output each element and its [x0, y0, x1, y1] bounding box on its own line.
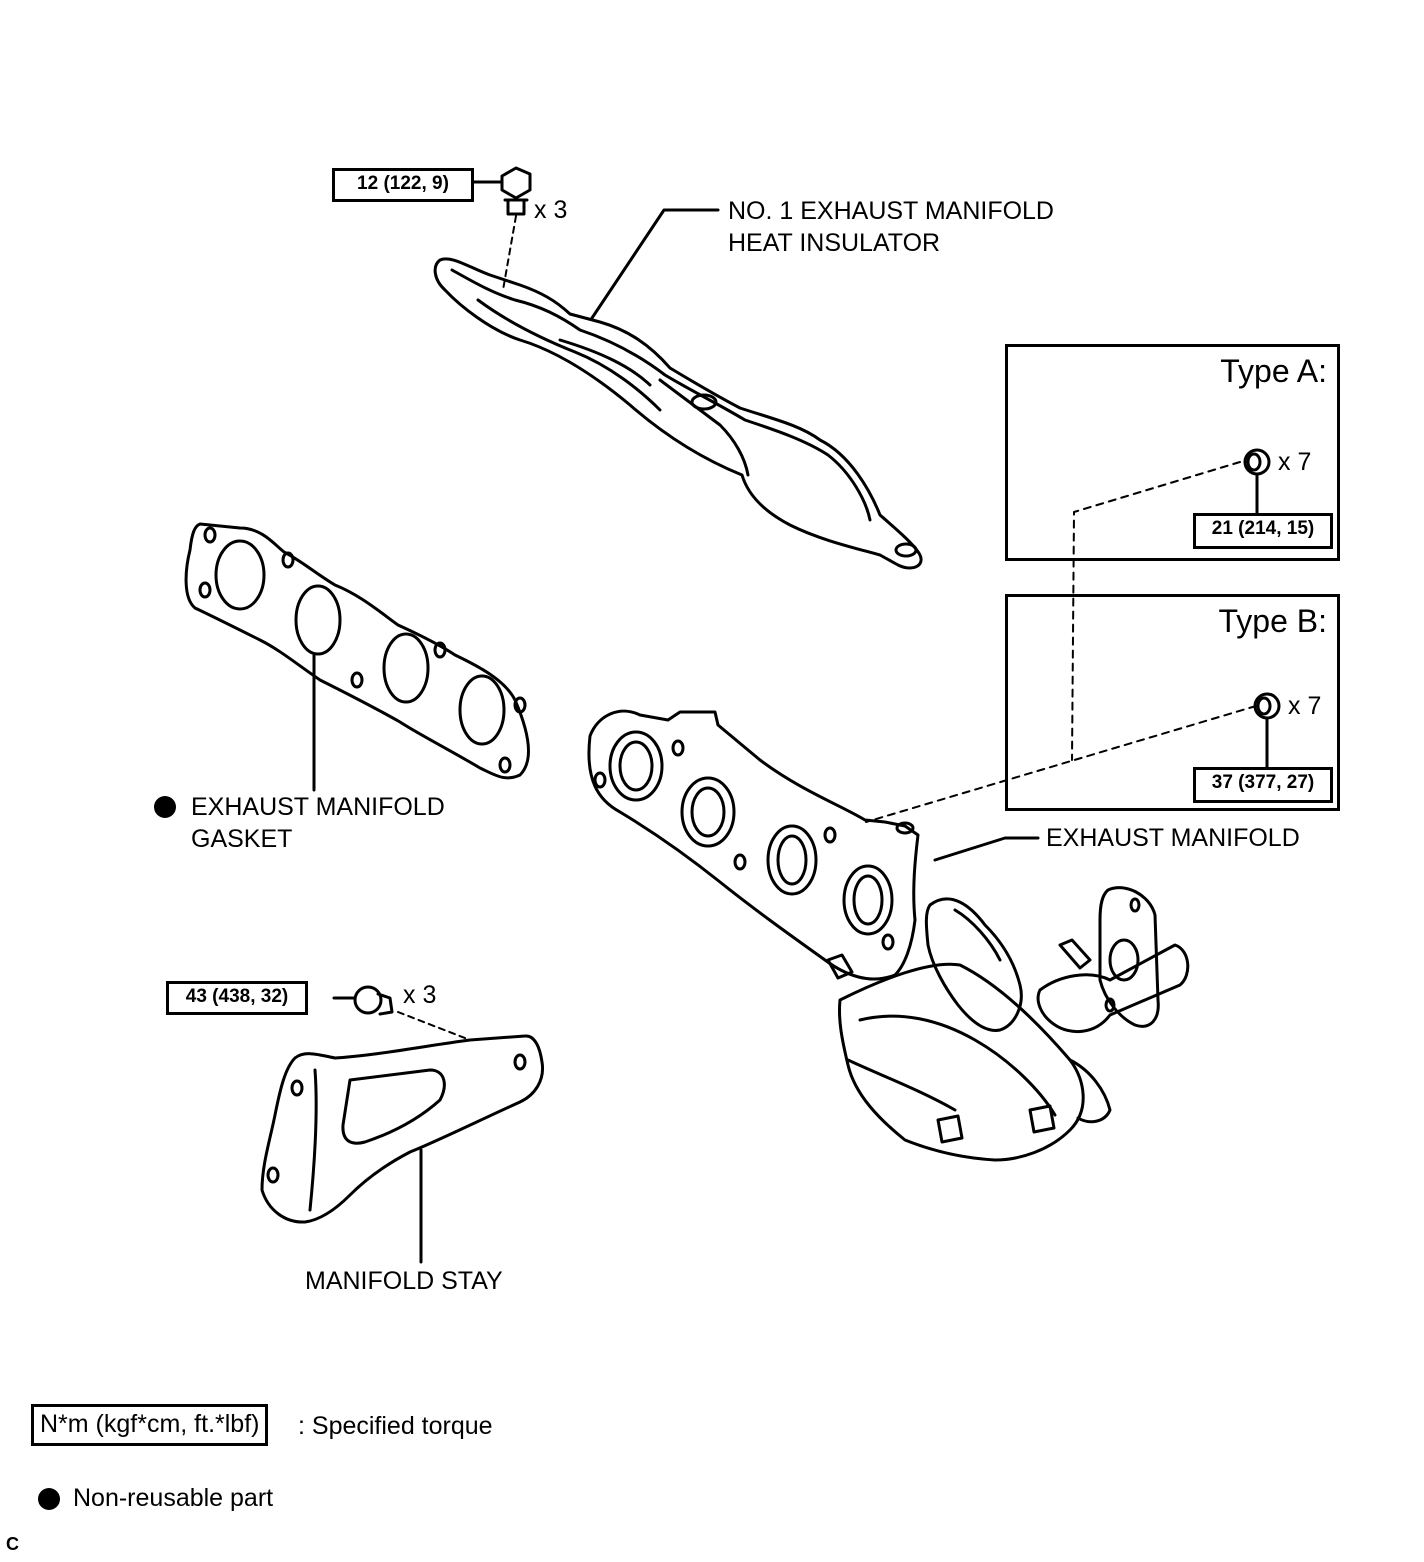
type-b-nut-torque: 37 (377, 27) — [1193, 767, 1333, 803]
manifold-stay-drawing — [260, 1034, 545, 1224]
corner-code: C — [6, 1534, 19, 1554]
type-a-nut-torque: 21 (214, 15) — [1193, 513, 1333, 549]
heat-insulator-label-line2: HEAT INSULATOR — [728, 229, 941, 257]
exhaust-manifold-drawing — [587, 709, 1190, 1162]
manifold-leader-line — [933, 836, 1040, 862]
gasket-label-line2: GASKET — [191, 825, 293, 853]
type-b-nut-drawing — [1253, 692, 1281, 769]
type-b-reference-line — [865, 705, 1257, 823]
insulator-leader-line — [590, 208, 720, 320]
type-b-box: Type B: — [1005, 594, 1340, 811]
stay-bolt-quantity: x 3 — [403, 981, 437, 1009]
exhaust-manifold-label: EXHAUST MANIFOLD — [1046, 824, 1300, 852]
legend-torque-description: : Specified torque — [298, 1412, 493, 1440]
type-a-box: Type A: — [1005, 344, 1340, 561]
legend-non-reusable-text: Non-reusable part — [73, 1484, 274, 1512]
type-a-nut-drawing — [1243, 448, 1271, 515]
type-b-nut-quantity: x 7 — [1288, 692, 1322, 720]
type-b-title: Type B: — [1218, 603, 1328, 639]
insulator-bolt-drawing — [470, 166, 532, 291]
heat-insulator-label-line1: NO. 1 EXHAUST MANIFOLD — [728, 197, 1054, 225]
gasket-label-line1: EXHAUST MANIFOLD — [191, 793, 445, 821]
gasket-drawing — [184, 522, 530, 780]
insulator-bolt-torque: 12 (122, 9) — [332, 168, 474, 202]
stay-bolt-torque: 43 (438, 32) — [166, 981, 308, 1015]
insulator-bolt-quantity: x 3 — [534, 196, 568, 224]
type-a-reference-line — [1071, 461, 1241, 761]
manifold-stay-label: MANIFOLD STAY — [305, 1267, 503, 1295]
type-a-title: Type A: — [1220, 353, 1327, 389]
stay-bolt-drawing — [332, 985, 471, 1041]
heat-insulator-drawing — [433, 257, 923, 570]
legend-torque-unit-box: N*m (kgf*cm, ft.*lbf) — [31, 1404, 269, 1446]
legend-non-reusable-dot — [38, 1488, 60, 1510]
non-reusable-dot-gasket — [154, 796, 176, 818]
type-a-nut-quantity: x 7 — [1278, 448, 1312, 476]
